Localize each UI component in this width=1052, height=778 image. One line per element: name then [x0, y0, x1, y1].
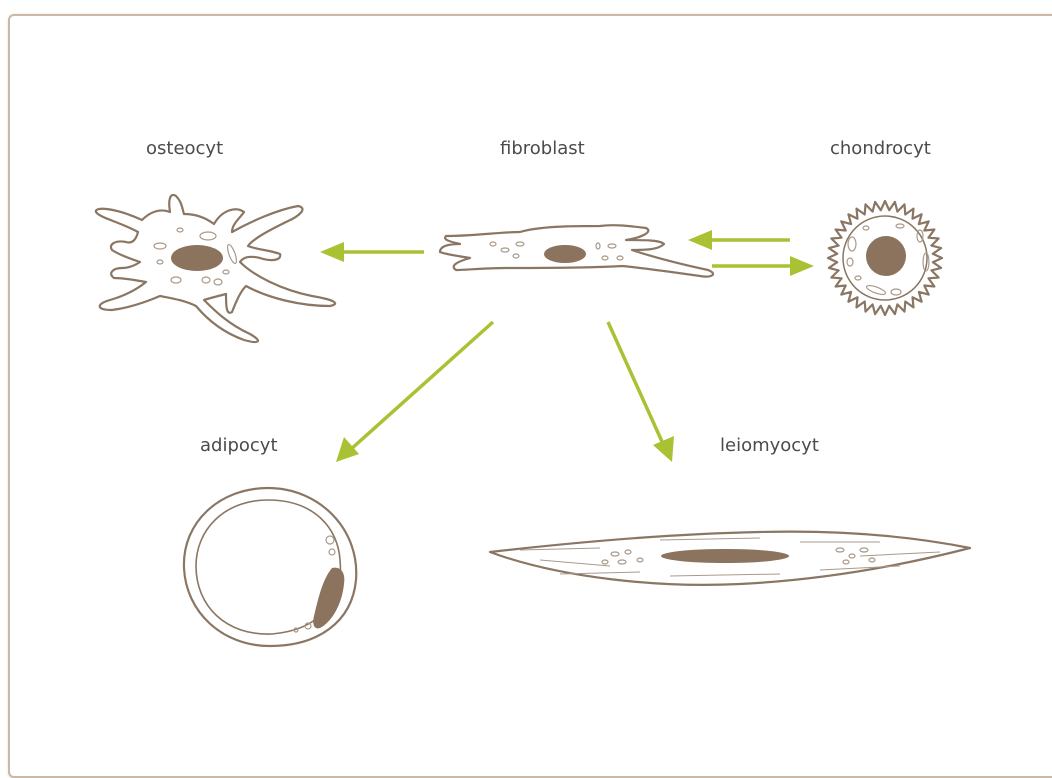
arrow-fibroblast-to-chondrocyte [712, 256, 814, 276]
arrow-fibroblast-to-osteocyte [320, 242, 424, 262]
leiomyocyte-nucleus [661, 549, 789, 563]
chondrocyte-nucleus [866, 236, 906, 276]
osteocyte-cell [96, 195, 335, 342]
arrow-fibroblast-to-adipocyte [336, 322, 493, 462]
chondrocyte-cell [828, 201, 942, 315]
arrow-chondrocyte-to-fibroblast [688, 230, 790, 250]
adipocyte-cell [184, 488, 356, 646]
osteocyte-nucleus [171, 245, 223, 271]
leiomyocyte-cell [490, 532, 970, 585]
arrow-fibroblast-to-leiomyocyte [608, 322, 674, 462]
fibroblast-nucleus [544, 245, 586, 263]
cell-differentiation-diagram [0, 0, 1052, 745]
fibroblast-cell [440, 225, 713, 276]
